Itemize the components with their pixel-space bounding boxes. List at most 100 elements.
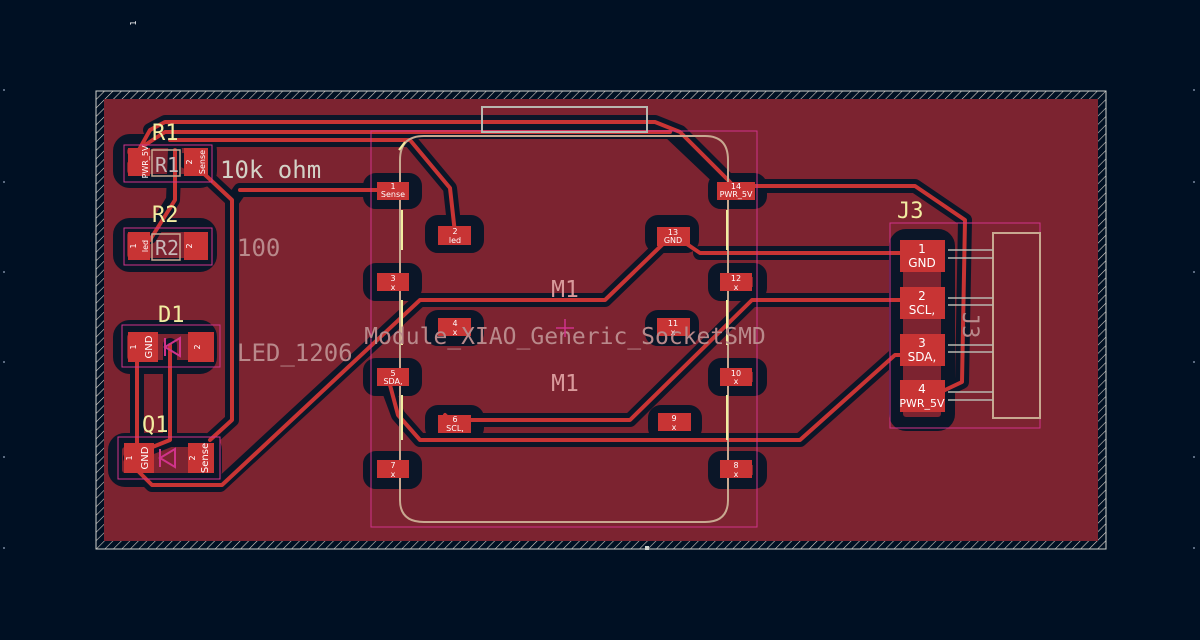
m1-pad-14[interactable]: 14 PWR_5V bbox=[717, 182, 755, 200]
m1-fab-outline-top bbox=[399, 135, 729, 161]
svg-text:2: 2 bbox=[188, 455, 197, 460]
svg-text:x: x bbox=[734, 283, 739, 292]
svg-text:8: 8 bbox=[733, 461, 738, 470]
m1-pad-9[interactable]: 9 x bbox=[658, 413, 691, 432]
r2-footprint[interactable]: R2 1 led 2 R2 100 bbox=[123, 203, 280, 266]
d1-pad-1[interactable]: 1 GND bbox=[128, 332, 158, 362]
j3-pad-2[interactable]: 2 SCL, bbox=[900, 287, 945, 319]
r2-reference: R2 bbox=[152, 203, 179, 228]
m1-reference: M1 bbox=[551, 277, 579, 303]
trace-led-m1 bbox=[168, 138, 457, 235]
j3-footprint[interactable]: 1 GND 2 SCL, 3 SDA, 4 PWR_5V J3 J3 bbox=[889, 199, 1041, 429]
j3-reference: J3 bbox=[897, 199, 924, 224]
svg-text:x: x bbox=[671, 328, 676, 337]
trace-sense bbox=[198, 168, 234, 442]
m1-pad-8[interactable]: 8 x bbox=[720, 460, 752, 479]
svg-text:3: 3 bbox=[390, 274, 395, 283]
svg-text:9: 9 bbox=[671, 414, 676, 423]
m1-pad-7[interactable]: 7 x bbox=[377, 460, 409, 479]
edge-marker bbox=[645, 546, 649, 550]
svg-text:led: led bbox=[141, 240, 150, 252]
m1-origin-marker bbox=[556, 319, 574, 337]
m1-footprint[interactable]: 1 Sense 2 led 3 x 4 x 5 SDA, 6 SCL, bbox=[364, 106, 766, 528]
svg-text:PWR_5V: PWR_5V bbox=[899, 397, 945, 410]
j3-body-outline bbox=[992, 232, 1041, 419]
ground-pour bbox=[104, 99, 1098, 541]
trace-led bbox=[148, 148, 177, 242]
svg-text:14: 14 bbox=[731, 182, 741, 191]
r1-footprint[interactable]: R1 1 PWR_5V 2 Sense R1 10k ohm bbox=[123, 20, 321, 184]
usb-connector-outline bbox=[481, 106, 648, 133]
r2-fab-ref: R2 bbox=[155, 236, 179, 260]
svg-text:11: 11 bbox=[668, 319, 678, 328]
svg-text:13: 13 bbox=[668, 228, 678, 237]
r1-fab-ref: R1 bbox=[155, 153, 179, 177]
m1-pad-2[interactable]: 2 led bbox=[438, 226, 471, 245]
svg-text:4: 4 bbox=[918, 382, 926, 396]
svg-text:GND: GND bbox=[908, 256, 936, 270]
trace-sda bbox=[388, 353, 924, 442]
svg-text:2: 2 bbox=[185, 243, 194, 248]
svg-text:SDA,: SDA, bbox=[383, 377, 402, 386]
q1-pad-2[interactable]: 2 Sense bbox=[188, 443, 214, 473]
r1-pad-1[interactable]: 1 PWR_5V bbox=[128, 20, 150, 178]
svg-text:1: 1 bbox=[129, 20, 138, 25]
svg-text:3: 3 bbox=[918, 336, 926, 350]
d1-pad-2[interactable]: 2 bbox=[188, 332, 214, 362]
svg-text:GND: GND bbox=[664, 236, 682, 245]
q1-pad-1[interactable]: 1 GND bbox=[124, 443, 154, 473]
j3-pad-4[interactable]: 4 PWR_5V bbox=[899, 380, 945, 412]
r1-reference: R1 bbox=[152, 121, 179, 146]
svg-text:Sense: Sense bbox=[381, 190, 405, 199]
r1-value: 10k ohm bbox=[220, 156, 321, 184]
d1-reference: D1 bbox=[158, 303, 185, 328]
svg-text:PWR_5V: PWR_5V bbox=[141, 145, 150, 178]
q1-footprint[interactable]: 1 GND 2 Sense Q1 bbox=[117, 413, 221, 480]
svg-text:1: 1 bbox=[129, 344, 138, 349]
m1-pad-10[interactable]: 10 x bbox=[720, 368, 752, 386]
svg-text:GND: GND bbox=[144, 335, 155, 358]
m1-pad-3[interactable]: 3 x bbox=[377, 273, 409, 292]
m1-pad-13[interactable]: 13 GND bbox=[657, 227, 690, 246]
j3-pins-outline bbox=[948, 249, 993, 401]
m1-pad-1[interactable]: 1 Sense bbox=[377, 182, 409, 200]
r2-pad-1[interactable]: 1 led bbox=[128, 232, 150, 260]
j3-pad-3[interactable]: 3 SDA, bbox=[900, 334, 945, 366]
m1-pad-12[interactable]: 12 x bbox=[720, 273, 752, 292]
svg-text:x: x bbox=[734, 377, 739, 386]
grid-markers bbox=[3, 89, 1195, 549]
d1-value: LED_1206 bbox=[237, 339, 353, 367]
svg-text:2: 2 bbox=[452, 227, 457, 236]
svg-text:2: 2 bbox=[918, 289, 926, 303]
m1-fab-outline-bottom bbox=[399, 499, 729, 523]
r2-pad-2[interactable]: 2 bbox=[184, 232, 208, 260]
svg-text:1: 1 bbox=[129, 243, 138, 248]
svg-text:SDA,: SDA, bbox=[908, 350, 937, 364]
r1-pad-2[interactable]: 2 Sense bbox=[184, 148, 208, 176]
q1-symbol-icon bbox=[158, 447, 176, 469]
board-outline bbox=[95, 90, 1107, 550]
svg-text:PWR_5V: PWR_5V bbox=[720, 190, 753, 199]
m1-reference-fab: M1 bbox=[551, 371, 579, 397]
d1-footprint[interactable]: 1 GND 2 D1 LED_1206 bbox=[121, 303, 353, 368]
svg-text:10: 10 bbox=[731, 369, 741, 378]
svg-text:2: 2 bbox=[185, 159, 194, 164]
m1-pad-4[interactable]: 4 x bbox=[438, 318, 471, 337]
svg-text:7: 7 bbox=[390, 461, 395, 470]
svg-text:x: x bbox=[453, 328, 458, 337]
j3-pad-1[interactable]: 1 GND bbox=[900, 240, 945, 272]
svg-text:SCL,: SCL, bbox=[446, 424, 464, 433]
m1-pad-11[interactable]: 11 x bbox=[657, 318, 690, 337]
svg-text:6: 6 bbox=[452, 415, 457, 424]
m1-pad-6[interactable]: 6 SCL, bbox=[438, 415, 471, 433]
q1-reference: Q1 bbox=[142, 413, 169, 438]
svg-text:Sense: Sense bbox=[198, 150, 207, 174]
svg-text:x: x bbox=[734, 470, 739, 479]
svg-text:led: led bbox=[449, 236, 461, 245]
svg-text:x: x bbox=[391, 470, 396, 479]
m1-pad-5[interactable]: 5 SDA, bbox=[377, 368, 409, 386]
diode-symbol-icon bbox=[163, 336, 181, 358]
j3-fab-ref: J3 bbox=[957, 312, 982, 339]
svg-text:1: 1 bbox=[125, 455, 134, 460]
